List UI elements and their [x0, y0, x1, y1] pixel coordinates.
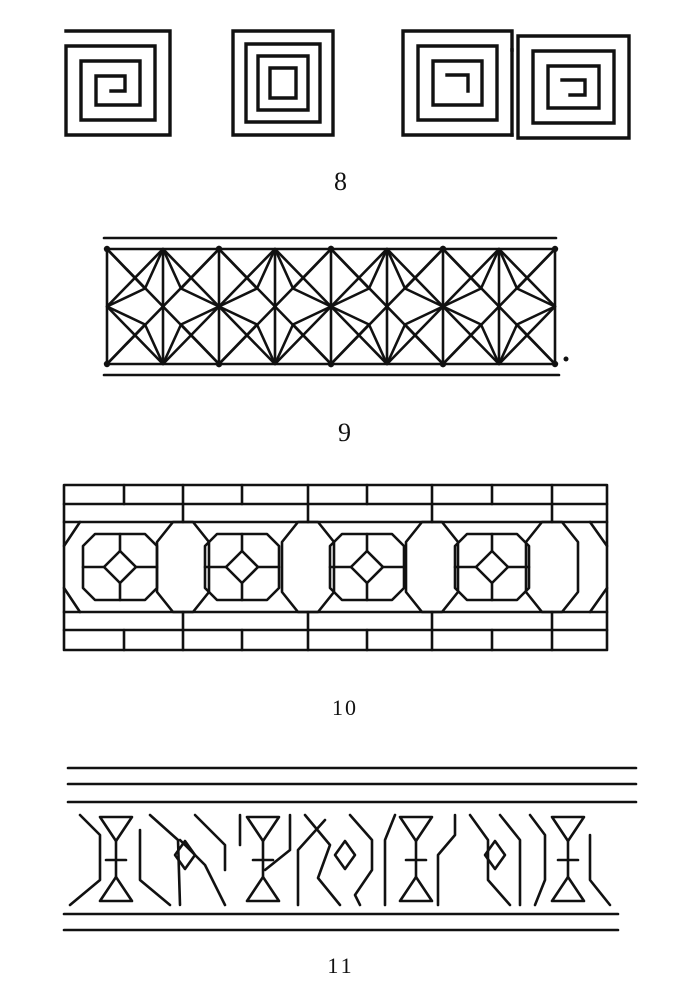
interlace-strand	[528, 813, 547, 907]
end-diagonal	[588, 520, 609, 548]
star-corner-dot	[327, 360, 335, 368]
star-corner-dot	[327, 245, 335, 253]
inner-diamond	[102, 549, 138, 585]
star-corner-dot	[439, 360, 447, 368]
end-diagonal	[62, 586, 82, 614]
figure-8-label: 8	[334, 167, 348, 196]
square-octagon	[81, 532, 159, 602]
star-corner-dot	[215, 245, 223, 253]
hourglass-bottom	[550, 875, 586, 903]
tall-octagon	[280, 520, 336, 614]
figure-10-octagon-band	[62, 483, 609, 652]
star-corner-dot	[439, 245, 447, 253]
end-diagonal	[62, 520, 82, 548]
interlace-strand	[263, 813, 292, 872]
interlace-strand	[303, 813, 342, 907]
interlace-strand	[138, 828, 172, 907]
interlace-strand	[148, 813, 182, 907]
figure-11-interlace-band	[62, 766, 638, 932]
spiral-1	[64, 29, 172, 137]
band-11-motifs	[68, 813, 612, 907]
band-10-frame	[62, 483, 609, 652]
spiral-4	[510, 34, 631, 140]
band-10-motifs	[62, 502, 609, 632]
inner-diamond	[224, 549, 260, 585]
tall-octagon	[155, 520, 211, 614]
tall-octagon	[404, 520, 460, 614]
interlace-strand	[436, 813, 457, 907]
spiral-2	[231, 29, 335, 137]
interlace-strand	[588, 833, 612, 907]
hourglass-bottom	[245, 875, 281, 903]
figure-8-greek-key	[64, 29, 631, 140]
inner-diamond	[474, 549, 510, 585]
interlace-strand	[178, 838, 227, 907]
figure-9-star-band	[102, 236, 569, 377]
star-corner-dot	[103, 360, 111, 368]
interlace-strand	[296, 818, 327, 907]
hourglass-top	[245, 815, 281, 843]
hourglass-top	[398, 815, 434, 843]
interlace-strand	[498, 813, 522, 907]
hourglass-top	[550, 815, 586, 843]
star-corner-dot	[551, 360, 559, 368]
interlace-strand	[193, 813, 227, 872]
square-octagon	[453, 532, 531, 602]
inner-diamond	[349, 549, 385, 585]
star-corner-dot	[103, 245, 111, 253]
square-octagon	[328, 532, 406, 602]
interlace-strand	[348, 813, 374, 907]
figure-11-label: 11	[327, 953, 355, 978]
square-octagon	[203, 532, 281, 602]
end-diagonal	[588, 586, 609, 614]
figure-9-label: 9	[338, 418, 352, 447]
figure-10-label: 10	[332, 695, 358, 720]
interlace-diamond	[173, 839, 197, 871]
star-corner-dot	[215, 360, 223, 368]
interlace-diamond	[483, 839, 507, 871]
spiral-3	[401, 29, 514, 137]
hourglass-bottom	[398, 875, 434, 903]
hourglass-top	[98, 815, 134, 843]
interlace-strand	[383, 813, 397, 907]
band-10-bricks	[122, 483, 554, 652]
interlace-diamond	[333, 839, 357, 871]
interlace-strand	[68, 813, 102, 907]
band-9-dot	[563, 356, 569, 362]
hourglass-bottom	[98, 875, 134, 903]
band-9-stars	[103, 245, 559, 368]
star-corner-dot	[551, 245, 559, 253]
tall-octagon	[524, 520, 580, 614]
